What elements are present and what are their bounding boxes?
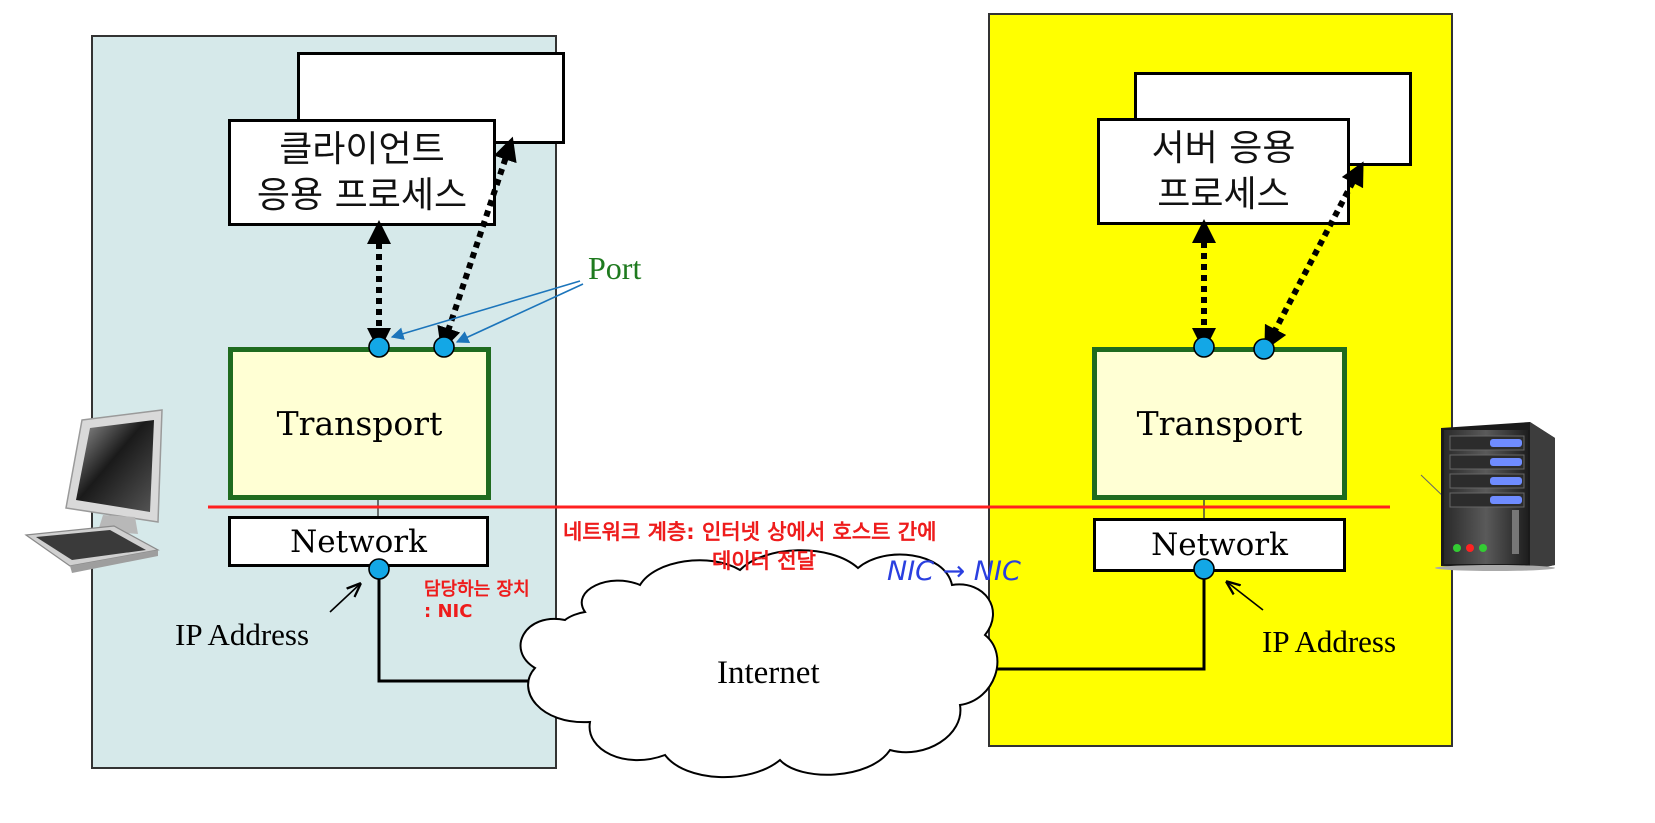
client-ip-address-label: IP Address: [175, 617, 310, 652]
port-pointer-1: [390, 280, 581, 340]
server-ip-address-label: IP Address: [1262, 624, 1397, 659]
nic-to-nic-note: NIC → NIC: [887, 556, 1021, 587]
device-note-line1: 담당하는 장치: [424, 579, 530, 600]
network-layer-note-line1: 네트워크 계층: 인터넷 상에서 호스트 간에: [563, 520, 937, 544]
server-port2-arrow: [1264, 161, 1364, 351]
client-nic-point: [368, 558, 390, 580]
server-port-2: [1253, 338, 1275, 360]
server-network-box: Network: [1093, 518, 1346, 572]
internet-cloud: [519, 549, 999, 778]
server-transport-box: Transport: [1092, 347, 1347, 500]
client-port-2: [433, 336, 455, 358]
server-nic-point: [1193, 558, 1215, 580]
server-wire: [985, 570, 1206, 671]
internet-label: Internet: [717, 655, 820, 691]
server-tower-icon: [1420, 422, 1555, 571]
port-label: Port: [588, 250, 642, 286]
client-network-box: Network: [228, 516, 489, 567]
client-ip-pointer: [329, 584, 360, 613]
client-port2-arrow: [437, 136, 517, 352]
client-wire: [377, 570, 530, 683]
server-ip-pointer: [1227, 582, 1264, 611]
device-note-line2: : NIC: [424, 601, 473, 622]
desktop-computer-icon: [24, 409, 163, 573]
client-port-1: [368, 336, 390, 358]
server-port-1: [1193, 336, 1215, 358]
port-pointer-2: [455, 283, 584, 343]
network-layer-note-line2: 데이터 전달: [712, 549, 816, 573]
client-transport-box: Transport: [228, 347, 491, 500]
